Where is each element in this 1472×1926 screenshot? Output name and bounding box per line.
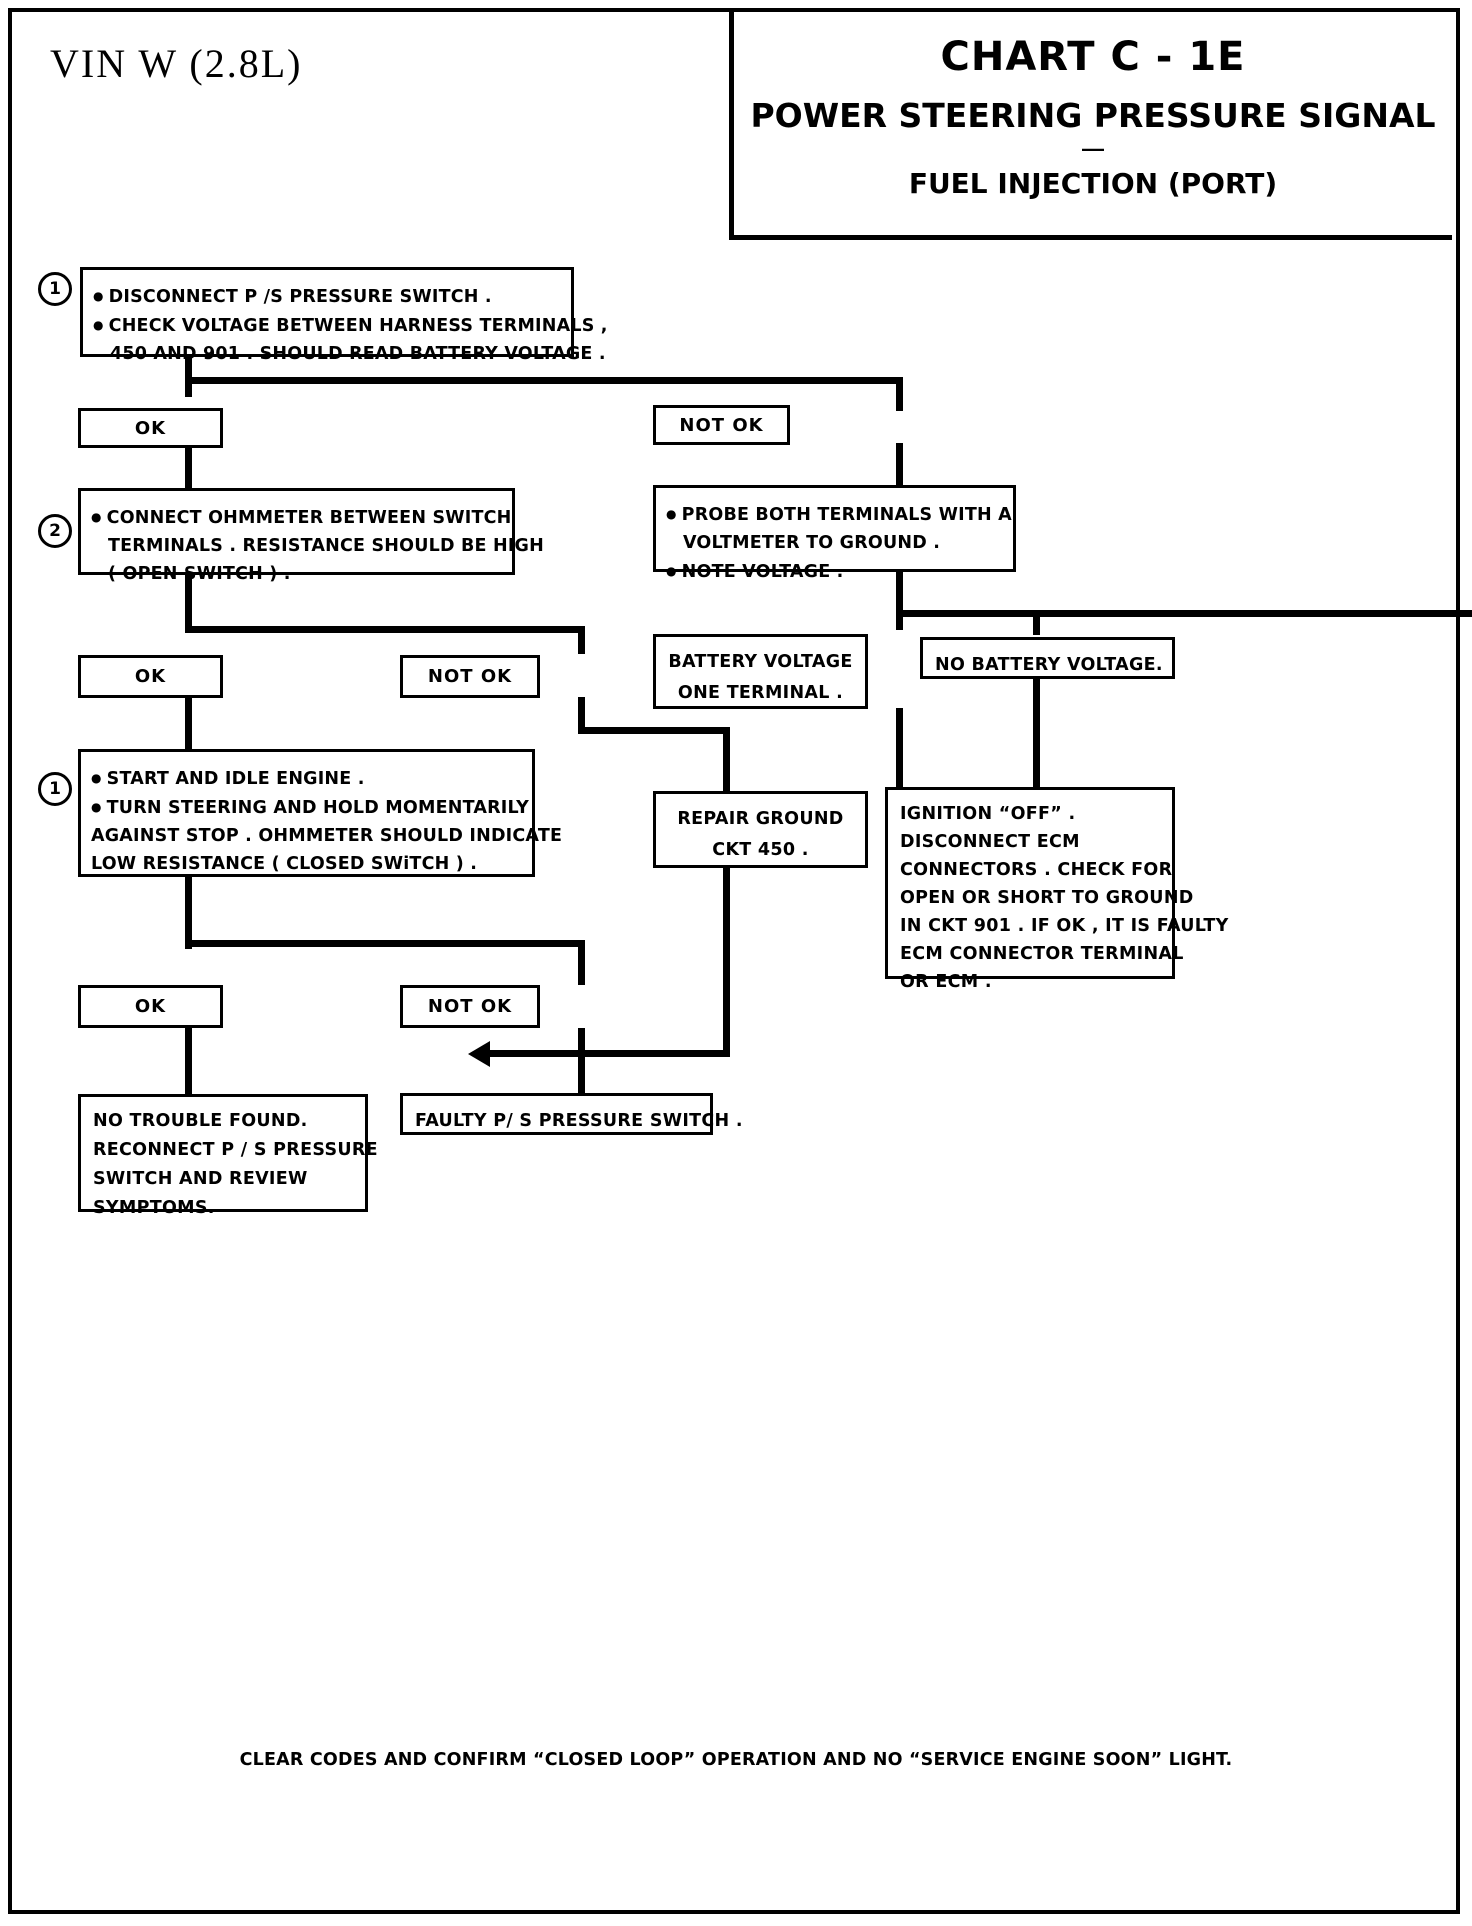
step2-line-2: TERMINALS . RESISTANCE SHOULD BE HIGH [108,536,544,556]
title-divider: — [1082,136,1104,161]
connector-step3-down [185,877,192,949]
step3-line-2: TURN STEERING AND HOLD MOMENTARILY [91,793,529,822]
connector-notok2-to-arrow [488,1050,730,1057]
node-no-battery-voltage: NO BATTERY VOLTAGE. [920,637,1175,679]
connector-split-2 [185,626,585,633]
chart-subtitle-primary: POWER STEERING PRESSURE SIGNAL [750,96,1436,135]
ignition-off-line-4: OPEN OR SHORT TO GROUND [900,888,1194,908]
no-trouble-line-2: RECONNECT P / S PRESSURE [93,1140,378,1160]
connector-step1-down [185,355,192,397]
chart-title-block: CHART C - 1E POWER STEERING PRESSURE SIG… [729,12,1452,240]
footer-note: CLEAR CODES AND CONFIRM “CLOSED LOOP” OP… [239,1750,1233,1770]
connector-battery-down [896,708,903,795]
connector-ok2-down [185,697,192,749]
ignition-off-line-1: IGNITION “OFF” . [900,804,1076,824]
connector-ok3-down [185,1028,192,1098]
connector-notok2-right [578,727,730,734]
connector-probe-down [896,570,903,630]
ignition-off-line-6: ECM CONNECTOR TERMINAL [900,944,1184,964]
no-trouble-line-4: SYMPTOMS. [93,1198,215,1218]
probe-line-2: VOLTMETER TO GROUND . [683,533,941,553]
no-trouble-line-3: SWITCH AND REVIEW [93,1169,308,1189]
battery-voltage-line-1: BATTERY VOLTAGE [668,652,853,672]
step1-line-3: 450 AND 901 . SHOULD READ BATTERY VOLTAG… [110,344,606,364]
connector-split-3 [185,940,585,947]
connector-notok2-down [578,697,585,733]
repair-ground-line-2: CKT 450 . [712,840,809,860]
node-no-trouble-found: NO TROUBLE FOUND. RECONNECT P / S PRESSU… [78,1094,378,1218]
step3-line-1: START AND IDLE ENGINE . [91,764,522,793]
connector-nobattery-down [1033,678,1040,791]
ignition-off-line-7: OR ECM . [900,972,992,992]
connector-split-right [896,610,1472,617]
faulty-switch-line-1: FAULTY P/ S PRESSURE SWITCH . [415,1111,743,1131]
repair-ground-line-1: REPAIR GROUND [677,809,844,829]
connector-split-3-right-down [578,940,585,985]
ignition-off-line-2: DISCONNECT ECM [900,832,1080,852]
connector-notok3-down [578,1028,585,1096]
node-branch3-not-ok: NOT OK [400,985,540,1028]
connector-split-right-down [1033,610,1040,635]
node-step2-instruction: CONNECT OHMMETER BETWEEN SWITCH TERMINAL… [78,488,544,584]
node-branch1-ok: OK [78,408,223,448]
no-trouble-line-1: NO TROUBLE FOUND. [93,1111,308,1131]
arrowhead-faulty-switch [468,1041,490,1067]
step3-line-3: AGAINST STOP . OHMMETER SHOULD INDICATE [91,826,563,846]
connector-ok1-down [185,446,192,488]
probe-line-1: PROBE BOTH TERMINALS WITH A [666,500,1012,529]
node-repair-ground: REPAIR GROUND CKT 450 . [653,791,868,868]
connector-split-1 [185,377,903,384]
page-border [8,8,1460,1914]
step2-line-3: ( OPEN SWITCH ) . [108,564,291,584]
node-branch3-ok: OK [78,985,223,1028]
probe-line-3: NOTE VOLTAGE . [666,557,1003,586]
chart-id: CHART C - 1E [940,34,1246,80]
node-faulty-ps-pressure-switch: FAULTY P/ S PRESSURE SWITCH . [400,1093,743,1135]
vin-label: VIN W (2.8L) [50,41,303,86]
node-ignition-off: IGNITION “OFF” . DISCONNECT ECM CONNECTO… [885,787,1229,992]
no-battery-voltage-line-1: NO BATTERY VOLTAGE. [935,655,1163,675]
node-step1-instruction: DISCONNECT P /S PRESSURE SWITCH . CHECK … [80,267,608,364]
step-number-3: 1 [38,772,72,806]
chart-subtitle-secondary: FUEL INJECTION (PORT) [908,167,1278,200]
node-branch2-not-ok: NOT OK [400,655,540,698]
connector-step2-down [185,573,192,633]
connector-notok1-down [896,443,903,488]
connector-notok2-long-down [723,727,730,1057]
step-number-1: 1 [38,272,72,306]
ignition-off-line-3: CONNECTORS . CHECK FOR [900,860,1173,880]
node-probe-terminals: PROBE BOTH TERMINALS WITH A VOLTMETER TO… [653,485,1016,582]
step2-line-1: CONNECT OHMMETER BETWEEN SWITCH [91,503,512,532]
step3-line-4: LOW RESISTANCE ( CLOSED SWiTCH ) . [91,854,478,874]
battery-voltage-line-2: ONE TERMINAL . [677,683,844,703]
node-battery-voltage-one-terminal: BATTERY VOLTAGE ONE TERMINAL . [653,634,868,709]
node-branch2-ok: OK [78,655,223,698]
ignition-off-line-5: IN CKT 901 . IF OK , IT IS FAULTY [900,916,1229,936]
step-number-2: 2 [38,514,72,548]
node-step3-instruction: START AND IDLE ENGINE . TURN STEERING AN… [78,749,563,877]
connector-split-2-right-down [578,626,585,654]
node-branch1-not-ok: NOT OK [653,405,790,445]
connector-split-1-right-down [896,377,903,411]
step1-line-2: CHECK VOLTAGE BETWEEN HARNESS TERMINALS … [93,311,608,340]
step1-line-1: DISCONNECT P /S PRESSURE SWITCH . [93,282,561,311]
